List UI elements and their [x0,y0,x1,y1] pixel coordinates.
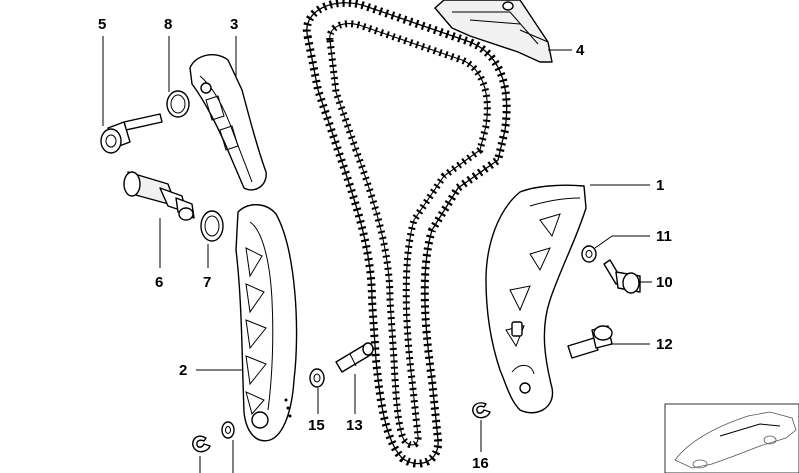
car-outline-icon [674,411,797,469]
callout-labels: 5 8 3 4 1 11 10 12 6 7 2 15 13 16 [98,16,673,472]
callout-16: 16 [472,455,489,472]
callout-10: 10 [656,274,673,291]
washer-bottom [221,421,235,439]
callout-2: 2 [179,362,187,379]
circlip-bottom [192,435,211,453]
sealing-ring-8 [166,90,190,118]
callout-8: 8 [164,16,172,33]
tensioner-rail [235,204,298,442]
bolt-10 [603,259,641,294]
timing-chain-inner-edge [329,23,488,446]
upper-guide-rail [434,0,553,63]
vehicle-thumbnail [664,403,799,473]
leader-lines [102,36,652,473]
circlip-16 [472,402,491,419]
pin-13 [335,342,374,373]
callout-11: 11 [656,228,672,245]
guide-rail-right [485,184,587,414]
callout-7: 5 [98,16,106,33]
callout-3: 3 [230,16,238,33]
timing-chain [302,0,511,468]
callout-12: 12 [656,336,673,353]
callout-15: 15 [308,417,325,434]
chain-tensioner-5 [123,171,195,221]
bolt-12 [567,325,613,359]
callout-1: 1 [656,177,664,194]
pin-bolt-7 [100,113,163,154]
sealing-ring-6 [200,210,224,242]
washer-15 [309,368,325,388]
guide-rail-3 [189,54,267,191]
callout-5: 6 [155,274,163,291]
callout-4: 4 [576,42,585,59]
callout-6: 7 [203,274,211,291]
timing-chain-outer-edge [306,2,508,465]
callout-13: 13 [346,417,363,434]
washer-11 [581,245,597,263]
timing-chain-inner-links [326,20,491,449]
